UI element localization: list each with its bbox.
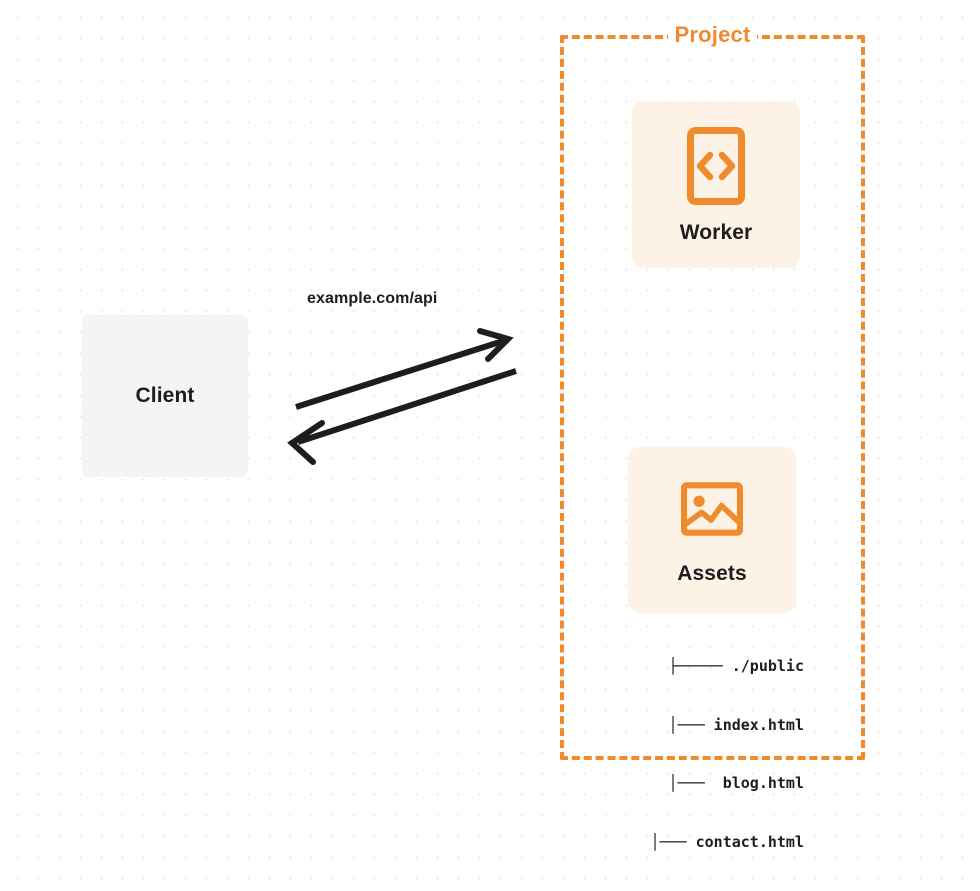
worker-label: Worker: [679, 220, 753, 244]
file-tree-row: ├───── ./public: [668, 657, 804, 675]
code-brackets-icon: [685, 125, 747, 207]
file-tree-row: │─── index.html: [668, 715, 804, 734]
project-group: Project: [560, 22, 865, 760]
client-label: Client: [135, 384, 195, 407]
request-arrow: [295, 328, 514, 410]
image-picture-icon: [681, 474, 743, 544]
file-tree-row: │─── blog.html: [668, 774, 804, 792]
connection-label: example.com/api: [307, 290, 438, 307]
file-tree-row: │─── contact.html: [650, 832, 804, 851]
response-arrow: [287, 368, 517, 465]
assets-file-tree: ├───── ./public │─── index.html │─── blo…: [604, 618, 804, 891]
client-node[interactable]: Client: [82, 315, 248, 477]
project-group-label: Project: [667, 22, 758, 48]
diagram-canvas: Client example.com/api Project Worker: [82, 22, 865, 851]
worker-card[interactable]: Worker: [632, 101, 800, 268]
assets-label: Assets: [677, 562, 747, 585]
assets-card[interactable]: Assets: [628, 447, 796, 613]
